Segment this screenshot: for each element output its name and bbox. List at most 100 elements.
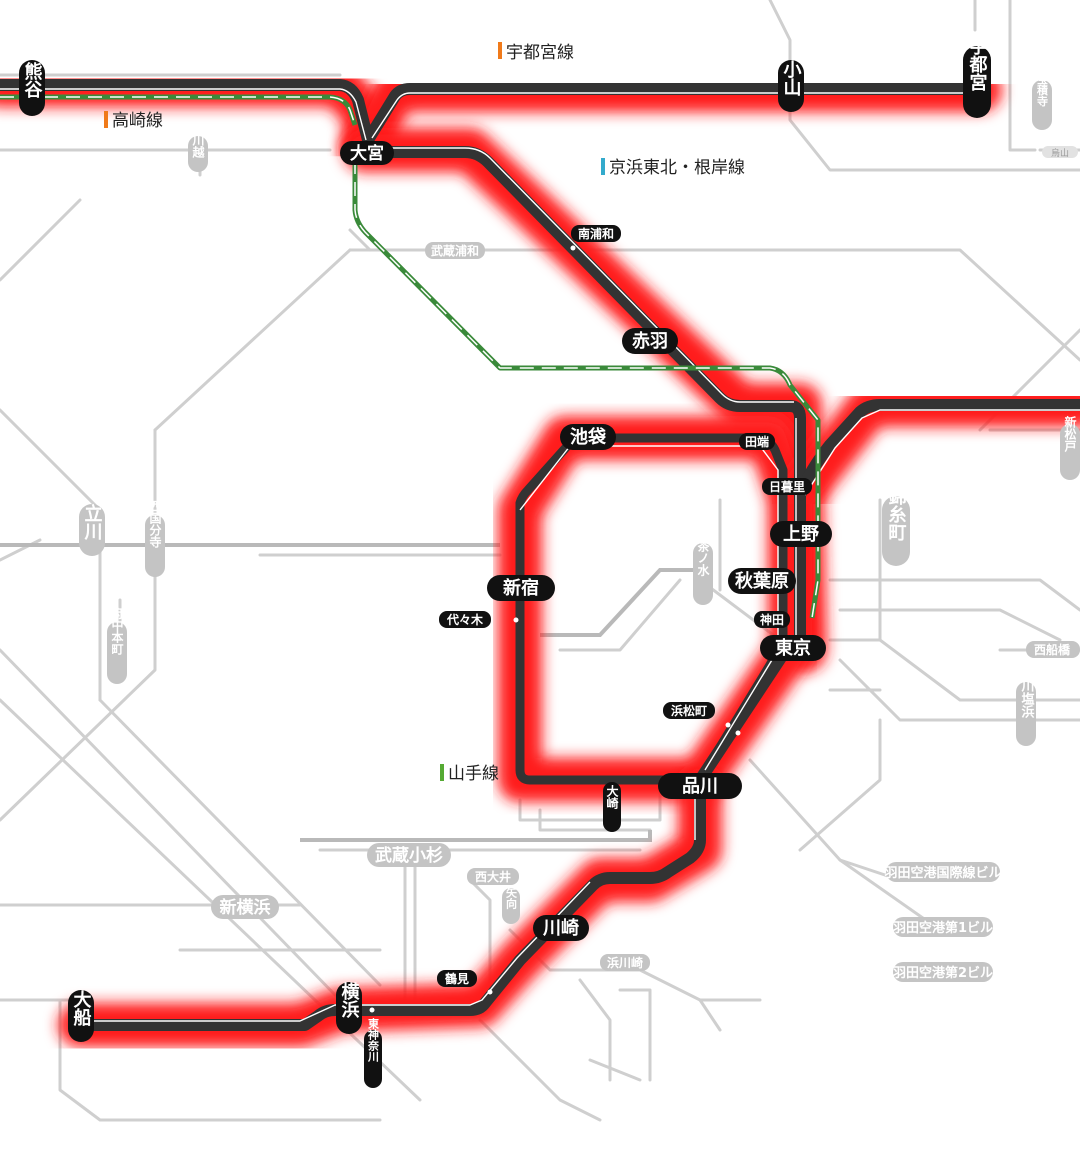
legend-swatch-utsunomiya — [498, 42, 502, 59]
svg-text:新宿: 新宿 — [503, 577, 539, 599]
station-fuchuhommachi[interactable]: 府中本町 — [107, 606, 127, 684]
station-shinmatsudo[interactable]: 新松戸 — [1060, 415, 1080, 480]
svg-text:羽田空港国際線ビル: 羽田空港国際線ビル — [884, 865, 1001, 881]
station-haneda-t1[interactable]: 羽田空港第1ビル — [893, 917, 993, 937]
svg-text:南浦和: 南浦和 — [578, 226, 614, 241]
svg-text:羽田空港第2ビル: 羽田空港第2ビル — [893, 965, 993, 981]
svg-text:赤羽: 赤羽 — [632, 331, 668, 352]
station-akihabara[interactable]: 秋葉原 — [728, 568, 796, 594]
legend-swatch-keihin — [601, 158, 605, 175]
svg-text:横浜: 横浜 — [339, 981, 360, 1019]
station-omiya[interactable]: 大宮 — [340, 141, 394, 165]
station-hamamatsucho[interactable]: 浜松町 — [663, 702, 715, 719]
svg-text:烏山: 烏山 — [1051, 147, 1069, 159]
svg-text:大宮: 大宮 — [350, 143, 384, 164]
line-legend: 宇都宮線 高崎線 京浜東北・根岸線 山手線 — [104, 42, 745, 784]
svg-text:池袋: 池袋 — [570, 426, 607, 448]
station-shinagawa[interactable]: 品川 — [658, 773, 742, 799]
minor-stations: 南浦和 田端 日暮里 神田 代々木 浜松町 鶴見 大崎 — [364, 225, 812, 1088]
legend-swatch-yamanote — [440, 764, 444, 781]
station-osaki[interactable]: 大崎 — [603, 782, 621, 832]
svg-text:品川: 品川 — [682, 776, 718, 797]
station-oyama[interactable]: 小山 — [778, 60, 804, 112]
station-hamakawasaki[interactable]: 浜川崎 — [600, 954, 650, 971]
station-ikebukuro[interactable]: 池袋 — [560, 424, 616, 450]
station-shinyokohama[interactable]: 新横浜 — [211, 895, 279, 919]
station-kanda[interactable]: 神田 — [754, 611, 790, 628]
station-ichikawashiohama[interactable]: 市川塩浜 — [1016, 665, 1036, 746]
legend-yamanote: 山手線 — [448, 764, 499, 784]
station-yoyogi[interactable]: 代々木 — [439, 611, 491, 628]
station-nippori[interactable]: 日暮里 — [762, 478, 812, 495]
station-yokohama[interactable]: 横浜 — [336, 981, 362, 1034]
station-karasuyama[interactable]: 烏山 — [1042, 146, 1078, 159]
svg-text:鶴見: 鶴見 — [445, 971, 469, 986]
legend-takasaki: 高崎線 — [112, 111, 163, 131]
dashed-green-line — [0, 94, 821, 619]
svg-text:西船橋: 西船橋 — [1034, 642, 1071, 657]
svg-text:浜松町: 浜松町 — [671, 703, 707, 718]
svg-text:御茶ノ水: 御茶ノ水 — [696, 527, 710, 577]
other-stations: 武蔵浦和 武蔵小杉 西大井 新横浜 浜川崎 西船橋 羽田空港国際線ビル 羽田空 — [79, 72, 1080, 982]
svg-text:錦糸町: 錦糸町 — [886, 486, 907, 541]
station-utsunomiya[interactable]: 宇都宮 — [963, 36, 991, 118]
station-kawagoe[interactable]: 川越 — [188, 134, 208, 172]
legend-swatch-takasaki — [104, 111, 108, 128]
station-higashikanagawa[interactable]: 東神奈川 — [364, 1017, 382, 1088]
svg-text:宝積寺: 宝積寺 — [1036, 72, 1050, 107]
svg-text:浜川崎: 浜川崎 — [607, 955, 643, 970]
station-yako[interactable]: 矢向 — [502, 886, 520, 924]
station-akabane[interactable]: 赤羽 — [622, 328, 678, 354]
legend-keihin: 京浜東北・根岸線 — [609, 158, 745, 178]
svg-text:田端: 田端 — [745, 434, 769, 449]
svg-text:東神奈川: 東神奈川 — [367, 1017, 381, 1062]
highlighted-tracks — [0, 79, 1080, 1031]
svg-text:羽田空港第1ビル: 羽田空港第1ビル — [893, 920, 993, 936]
svg-text:市川塩浜: 市川塩浜 — [1019, 665, 1036, 719]
svg-text:立川: 立川 — [82, 503, 104, 541]
svg-text:武蔵小杉: 武蔵小杉 — [375, 845, 443, 866]
svg-text:日暮里: 日暮里 — [769, 479, 805, 494]
station-kinshicho[interactable]: 錦糸町 — [882, 486, 910, 566]
svg-text:代々木: 代々木 — [446, 612, 484, 627]
station-minamiurawa[interactable]: 南浦和 — [571, 225, 621, 242]
legend-utsunomiya: 宇都宮線 — [506, 43, 574, 63]
svg-text:大崎: 大崎 — [605, 784, 619, 810]
station-ofuna[interactable]: 大船 — [68, 989, 94, 1042]
svg-text:神田: 神田 — [760, 612, 784, 627]
station-shinjuku[interactable]: 新宿 — [487, 575, 555, 601]
station-kumagaya[interactable]: 熊谷 — [19, 60, 45, 116]
station-tokyo[interactable]: 東京 — [760, 635, 826, 661]
svg-text:大船: 大船 — [71, 989, 92, 1027]
station-kawasaki[interactable]: 川崎 — [533, 915, 589, 941]
svg-text:東京: 東京 — [775, 637, 811, 659]
svg-text:秋葉原: 秋葉原 — [735, 570, 789, 592]
major-stations: 大宮 赤羽 池袋 上野 秋葉原 新宿 東京 品川 — [340, 141, 832, 941]
station-tsurumi[interactable]: 鶴見 — [437, 970, 477, 987]
station-nishikokubunji[interactable]: 西国分寺 — [145, 500, 165, 577]
svg-text:新松戸: 新松戸 — [1063, 415, 1077, 453]
station-hojakuji[interactable]: 宝積寺 — [1032, 72, 1052, 130]
station-nishifunabashi[interactable]: 西船橋 — [1026, 641, 1080, 658]
station-haneda-intl[interactable]: 羽田空港国際線ビル — [884, 862, 1002, 882]
station-nishioi[interactable]: 西大井 — [467, 868, 519, 885]
svg-text:西国分寺: 西国分寺 — [148, 500, 162, 549]
svg-text:川崎: 川崎 — [542, 917, 579, 939]
svg-text:熊谷: 熊谷 — [22, 61, 43, 99]
station-ochanomizu[interactable]: 御茶ノ水 — [693, 527, 713, 605]
station-musashiurawa[interactable]: 武蔵浦和 — [425, 242, 485, 259]
station-musashikosugi[interactable]: 武蔵小杉 — [367, 843, 451, 867]
station-dots — [369, 245, 741, 1013]
svg-text:新横浜: 新横浜 — [220, 897, 271, 918]
svg-text:武蔵浦和: 武蔵浦和 — [431, 243, 479, 258]
station-tabata[interactable]: 田端 — [739, 433, 775, 450]
svg-text:府中本町: 府中本町 — [110, 606, 124, 656]
station-haneda-t2[interactable]: 羽田空港第2ビル — [893, 962, 993, 982]
svg-text:宇都宮: 宇都宮 — [967, 36, 989, 92]
svg-text:上野: 上野 — [783, 524, 819, 545]
svg-text:西大井: 西大井 — [475, 869, 511, 884]
station-ueno[interactable]: 上野 — [770, 521, 832, 547]
svg-text:川越: 川越 — [191, 134, 205, 159]
station-tachikawa[interactable]: 立川 — [79, 503, 105, 556]
